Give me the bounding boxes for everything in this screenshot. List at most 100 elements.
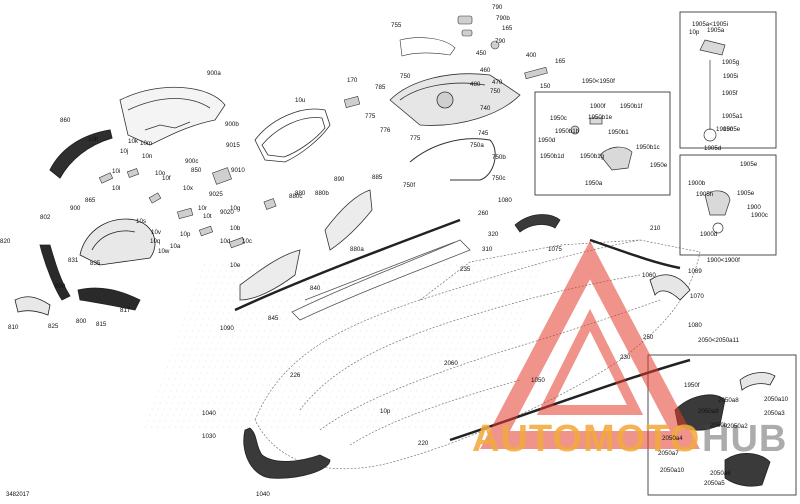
callout-label: 750a	[470, 142, 484, 149]
callout-label: 10h	[88, 136, 99, 143]
callout-label: 1900c	[751, 212, 768, 219]
callout-label: 1905f	[722, 90, 738, 97]
callout-label: 890	[334, 176, 345, 183]
callout-label: 10f	[162, 175, 171, 182]
callout-label: 460	[480, 67, 491, 74]
callout-label: 860	[60, 117, 71, 124]
callout-label: 785	[375, 84, 386, 91]
callout-label: 825	[48, 323, 59, 330]
deck-line	[291, 239, 471, 321]
callout-label: 10d	[220, 238, 231, 245]
callout-label: 10q	[150, 238, 161, 245]
callout-label: 880	[295, 190, 306, 197]
callout-label: 1950b1e	[588, 114, 613, 121]
callout-label: 1070	[690, 293, 704, 300]
callout-label: 10b	[230, 225, 241, 232]
callout-label: 815	[96, 321, 107, 328]
callout-label: 802	[40, 214, 51, 221]
callout-label: 1050	[531, 377, 545, 384]
callout-label: 880a	[350, 246, 364, 253]
callout-label: 1900	[747, 204, 761, 211]
callout-label: 1950b1f	[620, 103, 643, 110]
callout-label: 165	[502, 25, 513, 32]
callout-label: 1905a1	[722, 113, 743, 120]
callout-label: 2050a7	[658, 450, 679, 457]
callout-label: 750	[490, 88, 501, 95]
callout-label: 840	[310, 285, 321, 292]
callout-label: 2050a6	[710, 470, 731, 477]
callout-label: 1090	[220, 325, 234, 332]
callout-label: 1905d	[704, 145, 722, 152]
side-panel-890	[324, 189, 373, 251]
callout-label: 776	[380, 127, 391, 134]
callout-label: 820	[0, 238, 11, 245]
callout-label: 2050a8	[718, 397, 739, 404]
watermark-text-left: AUTOMOTO	[472, 418, 701, 460]
callout-label: 9010	[231, 167, 245, 174]
callout-label: 865	[85, 197, 96, 204]
front-left-fairing	[49, 129, 113, 179]
document-id: 3482017	[6, 492, 30, 498]
rear-parts	[514, 214, 691, 301]
callout-label: 450	[476, 50, 487, 57]
callout-label: 850	[191, 167, 202, 174]
callout-label: 250	[643, 334, 654, 341]
callout-label: 400	[526, 52, 537, 59]
callout-label: 750b	[492, 154, 506, 161]
callout-label: 1950b1	[608, 129, 629, 136]
callout-label: 470	[492, 79, 503, 86]
callout-label: 830	[55, 283, 66, 290]
inset-2050-title: 2050<2050a11	[698, 337, 740, 344]
inset-frames	[534, 11, 797, 496]
top-module-750	[389, 73, 521, 126]
callout-label: 740	[480, 105, 491, 112]
callout-label: 220	[418, 440, 429, 447]
inset-1950-drawing	[570, 117, 633, 171]
callout-label: 810	[8, 324, 19, 331]
callout-label: 900	[70, 205, 81, 212]
callout-label: 831	[68, 257, 79, 264]
callout-label: 1080	[688, 322, 702, 329]
callout-label: 745	[478, 130, 489, 137]
callout-label: 10n	[142, 153, 153, 160]
callout-label: 10o	[155, 170, 166, 177]
hull-texture	[143, 260, 546, 430]
callout-label: 2050b	[710, 422, 728, 429]
callout-label: 10u	[295, 97, 306, 104]
callout-label: 750c	[492, 175, 506, 182]
callout-label: 165	[555, 58, 566, 65]
callout-label: 900c	[185, 158, 199, 165]
callout-label: 310	[482, 246, 493, 253]
callout-label: 845	[268, 315, 279, 322]
callout-label: 170	[347, 77, 358, 84]
callout-label: 1905h	[696, 191, 714, 198]
inset-1900-drawing	[704, 190, 731, 234]
callout-label: 230	[620, 354, 631, 361]
callout-label: 1905e	[723, 126, 741, 133]
callout-label: 1950d	[538, 137, 556, 144]
callout-label: 10r	[198, 205, 207, 212]
callout-label: 2050a10	[660, 467, 685, 474]
callout-label: 1905g	[722, 59, 740, 66]
callout-label: 1905e	[737, 190, 755, 197]
front-nose-assembly	[14, 218, 156, 316]
inset-1905-drawing	[699, 39, 726, 142]
callout-label: 2060	[444, 360, 458, 367]
callout-label: 9015	[226, 142, 240, 149]
callout-label: 880c	[289, 193, 303, 200]
callout-label: 10e	[230, 262, 241, 269]
callout-label: 10m	[140, 140, 153, 147]
callout-label: 1950f	[684, 382, 700, 389]
bracket-cluster	[98, 167, 277, 249]
callout-label: 1950b1c	[636, 144, 660, 151]
callout-label: 10t	[203, 213, 212, 220]
callout-label: 10g	[230, 205, 241, 212]
callout-label: 1080	[498, 197, 512, 204]
callout-label: 885	[372, 174, 383, 181]
callout-label: 9020	[220, 209, 234, 216]
callout-label: 10l	[112, 185, 121, 192]
callout-label: 1040	[256, 491, 270, 498]
callout-label: 235	[460, 266, 471, 273]
watermark-logo	[480, 240, 700, 449]
